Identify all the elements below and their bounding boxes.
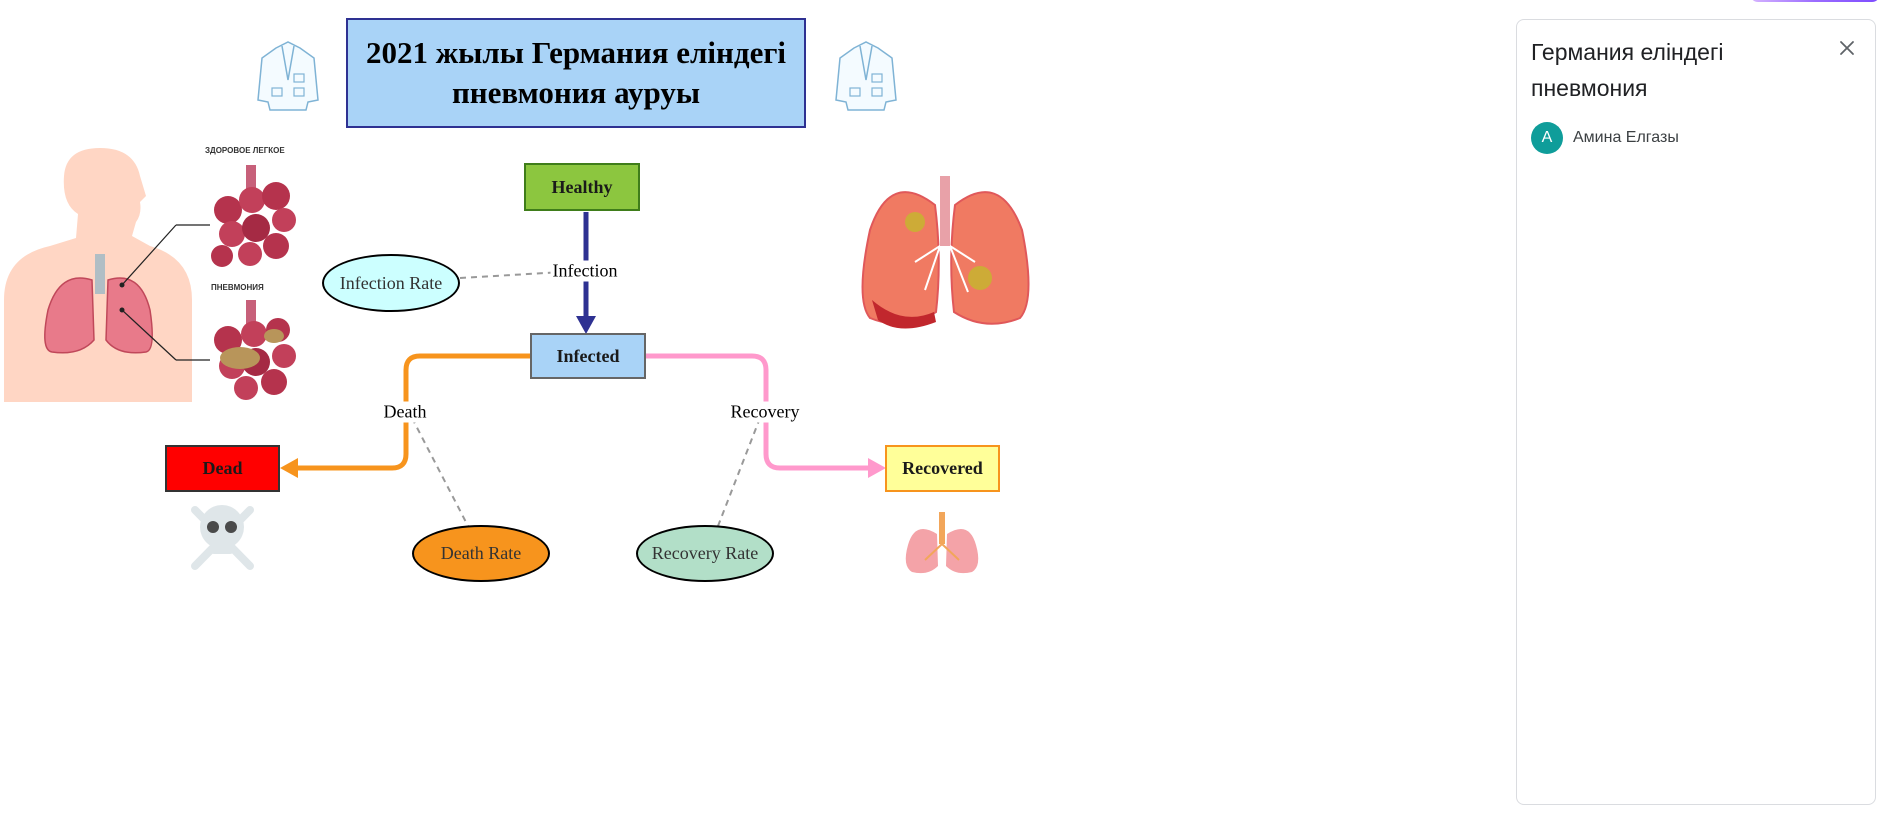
details-panel: Германия еліндегі пневмония A Амина Елга… (1516, 19, 1876, 805)
author-row[interactable]: A Амина Елгазы (1531, 122, 1679, 154)
infection-rate-parameter[interactable]: Infection Rate (322, 254, 460, 312)
panel-title: Германия еліндегі пневмония (1531, 39, 1724, 101)
avatar: A (1531, 122, 1563, 154)
human-anatomy-icon (4, 148, 210, 402)
dead-stock[interactable]: Dead (165, 445, 280, 492)
death-rate-parameter[interactable]: Death Rate (412, 525, 550, 582)
author-name: Амина Елгазы (1573, 129, 1679, 146)
diagram-canvas: 2021 жылы Германия еліндегі пневмония ау… (4, 18, 1030, 582)
doctor-coat-icon (835, 41, 897, 111)
healthy-alveoli-icon (211, 165, 296, 267)
recovery-arrowhead (868, 458, 886, 478)
diagram-title: 2021 жылы Германия еліндегі пневмония ау… (346, 18, 806, 128)
recovery-flow-label[interactable]: Recovery (728, 401, 802, 423)
healthy-lung-image-label: ЗДОРОВОЕ ЛЕГКОЕ (205, 146, 285, 155)
title-line-2: пневмония ауруы (451, 75, 701, 110)
recovery-rate-link (717, 417, 761, 527)
skull-crossbones-icon (191, 505, 254, 570)
death-flow-label[interactable]: Death (381, 401, 429, 423)
lungs-icon (861, 176, 1030, 329)
lungs-icon (905, 512, 979, 574)
title-line-1: 2021 жылы Германия еліндегі (365, 35, 787, 70)
infected-stock[interactable]: Infected (530, 333, 646, 379)
healthy-stock[interactable]: Healthy (524, 163, 640, 211)
close-icon (1840, 41, 1854, 55)
pneumonia-alveoli-icon (214, 300, 296, 400)
recovery-rate-parameter[interactable]: Recovery Rate (636, 525, 774, 582)
death-rate-link (411, 417, 469, 527)
infection-arrowhead (576, 316, 596, 334)
top-decoration (1750, 0, 1880, 2)
diagram-connectors (4, 41, 1030, 574)
close-button[interactable] (1831, 32, 1863, 64)
pneumonia-image-label: ПНЕВМОНИЯ (211, 283, 264, 292)
infection-flow-label[interactable]: Infection (550, 260, 620, 282)
death-arrowhead (280, 458, 298, 478)
recovered-stock[interactable]: Recovered (885, 445, 1000, 492)
doctor-coat-icon (257, 41, 319, 111)
